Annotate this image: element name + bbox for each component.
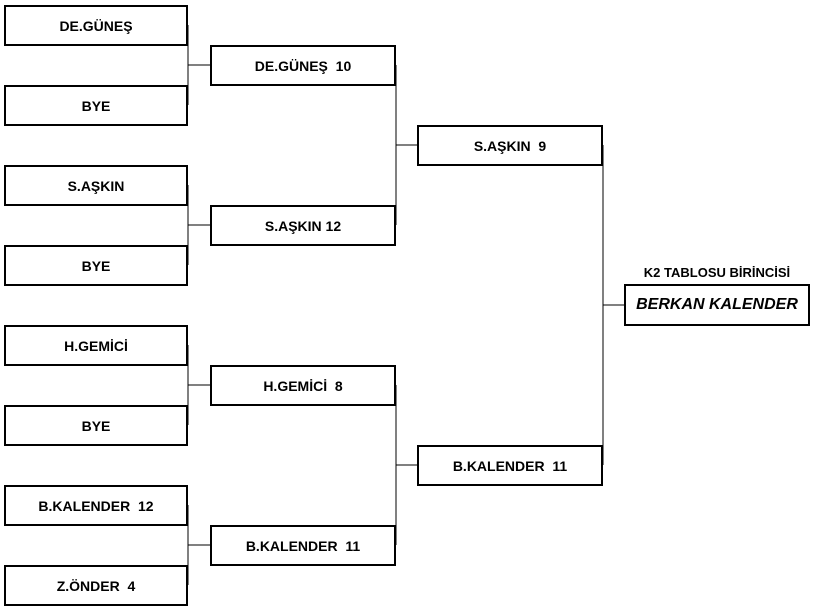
round1-entry-5: H.GEMİCİ bbox=[4, 325, 188, 366]
champion-title: K2 TABLOSU BİRİNCİSİ bbox=[643, 265, 791, 280]
round1-entry-6: BYE bbox=[4, 405, 188, 446]
champion-name: BERKAN KALENDER bbox=[624, 284, 810, 326]
round1-entry-7: B.KALENDER 12 bbox=[4, 485, 188, 526]
round2-entry-3: H.GEMİCİ 8 bbox=[210, 365, 396, 406]
round3-entry-1: S.AŞKIN 9 bbox=[417, 125, 603, 166]
round2-entry-1: DE.GÜNEŞ 10 bbox=[210, 45, 396, 86]
round2-entry-2: S.AŞKIN 12 bbox=[210, 205, 396, 246]
round2-entry-4: B.KALENDER 11 bbox=[210, 525, 396, 566]
round1-entry-2: BYE bbox=[4, 85, 188, 126]
round1-entry-4: BYE bbox=[4, 245, 188, 286]
round1-entry-8: Z.ÖNDER 4 bbox=[4, 565, 188, 606]
round3-entry-2: B.KALENDER 11 bbox=[417, 445, 603, 486]
round1-entry-3: S.AŞKIN bbox=[4, 165, 188, 206]
round1-entry-1: DE.GÜNEŞ bbox=[4, 5, 188, 46]
